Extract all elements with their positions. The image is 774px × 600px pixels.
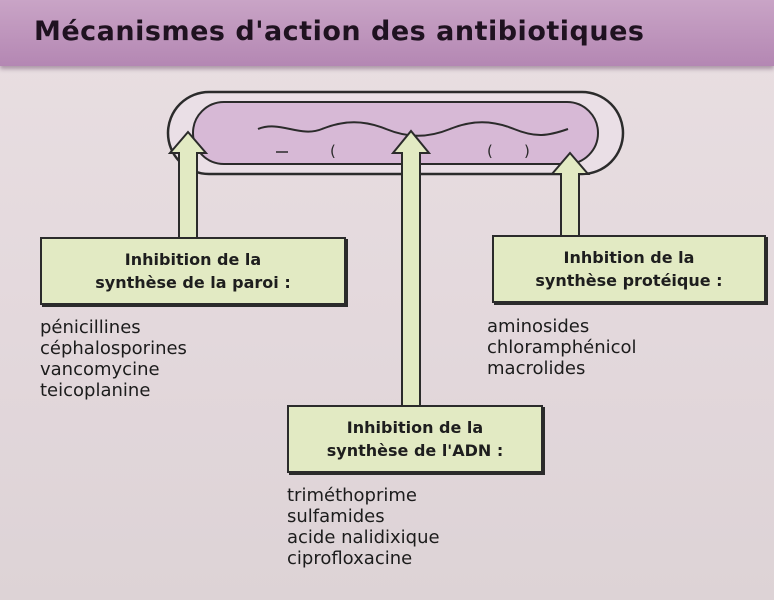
ribosome-mark: ( — [487, 142, 493, 160]
mechanism-label: synthèse de la paroi : — [95, 271, 291, 294]
drug-item: vancomycine — [40, 359, 187, 380]
drug-item: macrolides — [487, 358, 637, 379]
mechanism-box-protein: Inhbition de la synthèse protéique : — [492, 235, 766, 303]
mechanism-label: synthèse protéique : — [535, 269, 722, 292]
mechanism-label: Inhibition de la — [327, 416, 503, 439]
drug-item: acide nalidixique — [287, 527, 440, 548]
ribosome-mark: ( — [330, 142, 336, 160]
ribosome-mark: ) — [524, 142, 530, 160]
drug-list-protein: aminosides chloramphénicol macrolides — [487, 316, 637, 379]
drug-item: ciprofloxacine — [287, 548, 440, 569]
mechanism-label: Inhibition de la — [95, 248, 291, 271]
arrow-cell-wall — [170, 132, 206, 239]
drug-list-dna: triméthoprime sulfamides acide nalidixiq… — [287, 485, 440, 569]
mechanism-box-cell-wall: Inhibition de la synthèse de la paroi : — [40, 237, 346, 305]
mechanism-label: synthèse de l'ADN : — [327, 439, 503, 462]
drug-item: triméthoprime — [287, 485, 440, 506]
drug-item: pénicillines — [40, 317, 187, 338]
drug-item: chloramphénicol — [487, 337, 637, 358]
drug-item: céphalosporines — [40, 338, 187, 359]
drug-item: teicoplanine — [40, 380, 187, 401]
mechanism-box-dna: Inhibition de la synthèse de l'ADN : — [287, 405, 543, 473]
mechanism-label: Inhbition de la — [535, 246, 722, 269]
drug-list-cell-wall: pénicillines céphalosporines vancomycine… — [40, 317, 187, 401]
drug-item: sulfamides — [287, 506, 440, 527]
drug-item: aminosides — [487, 316, 637, 337]
